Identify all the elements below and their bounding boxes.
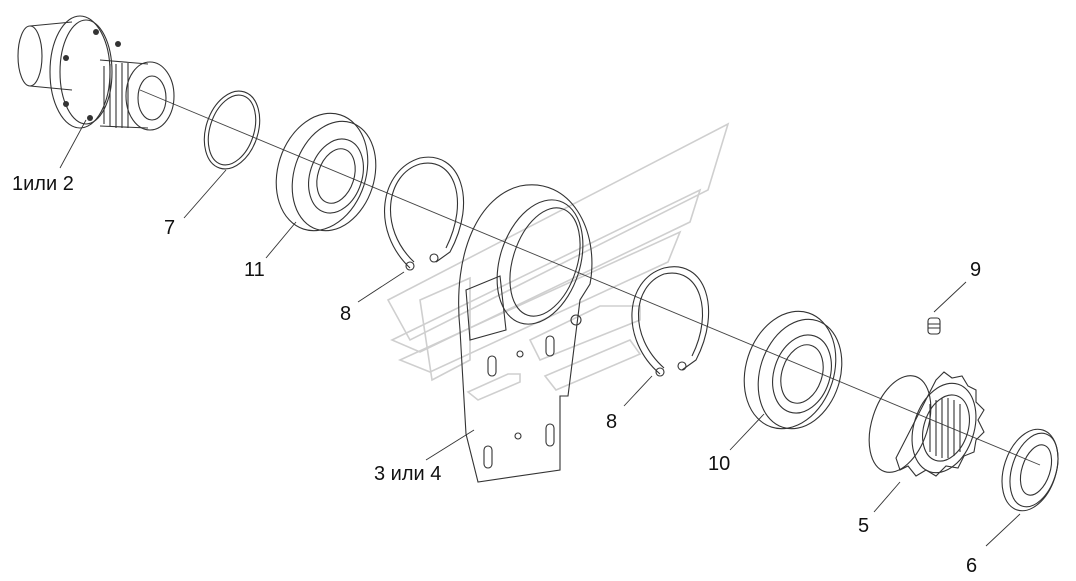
label-bracket: 3 или 4 bbox=[374, 463, 441, 485]
label-retaining-ring-small: 7 bbox=[164, 217, 175, 239]
lock-nut bbox=[1001, 428, 1059, 512]
label-flange-hub: 1или 2 bbox=[12, 173, 74, 195]
assembly-axis bbox=[139, 89, 1041, 466]
leader-lines bbox=[59, 119, 1021, 547]
label-bearing-right: 10 bbox=[708, 453, 730, 475]
label-sprocket: 5 bbox=[858, 515, 869, 537]
label-set-screw: 9 bbox=[970, 259, 981, 281]
flange-hub bbox=[17, 15, 175, 131]
label-bearing-left: 11 bbox=[244, 259, 265, 281]
circlip-left bbox=[384, 156, 465, 271]
label-circlip-left: 8 bbox=[340, 303, 351, 325]
sprocket bbox=[868, 371, 985, 477]
retaining-ring-small bbox=[203, 90, 261, 170]
bearing-left bbox=[275, 112, 377, 232]
bracket bbox=[458, 184, 593, 483]
circlip-right bbox=[631, 266, 710, 377]
label-circlip-right: 8 bbox=[606, 411, 617, 433]
bearing-right bbox=[743, 310, 843, 430]
set-screw bbox=[927, 317, 941, 335]
watermark-logo bbox=[386, 122, 730, 401]
label-lock-nut: 6 bbox=[966, 555, 977, 577]
